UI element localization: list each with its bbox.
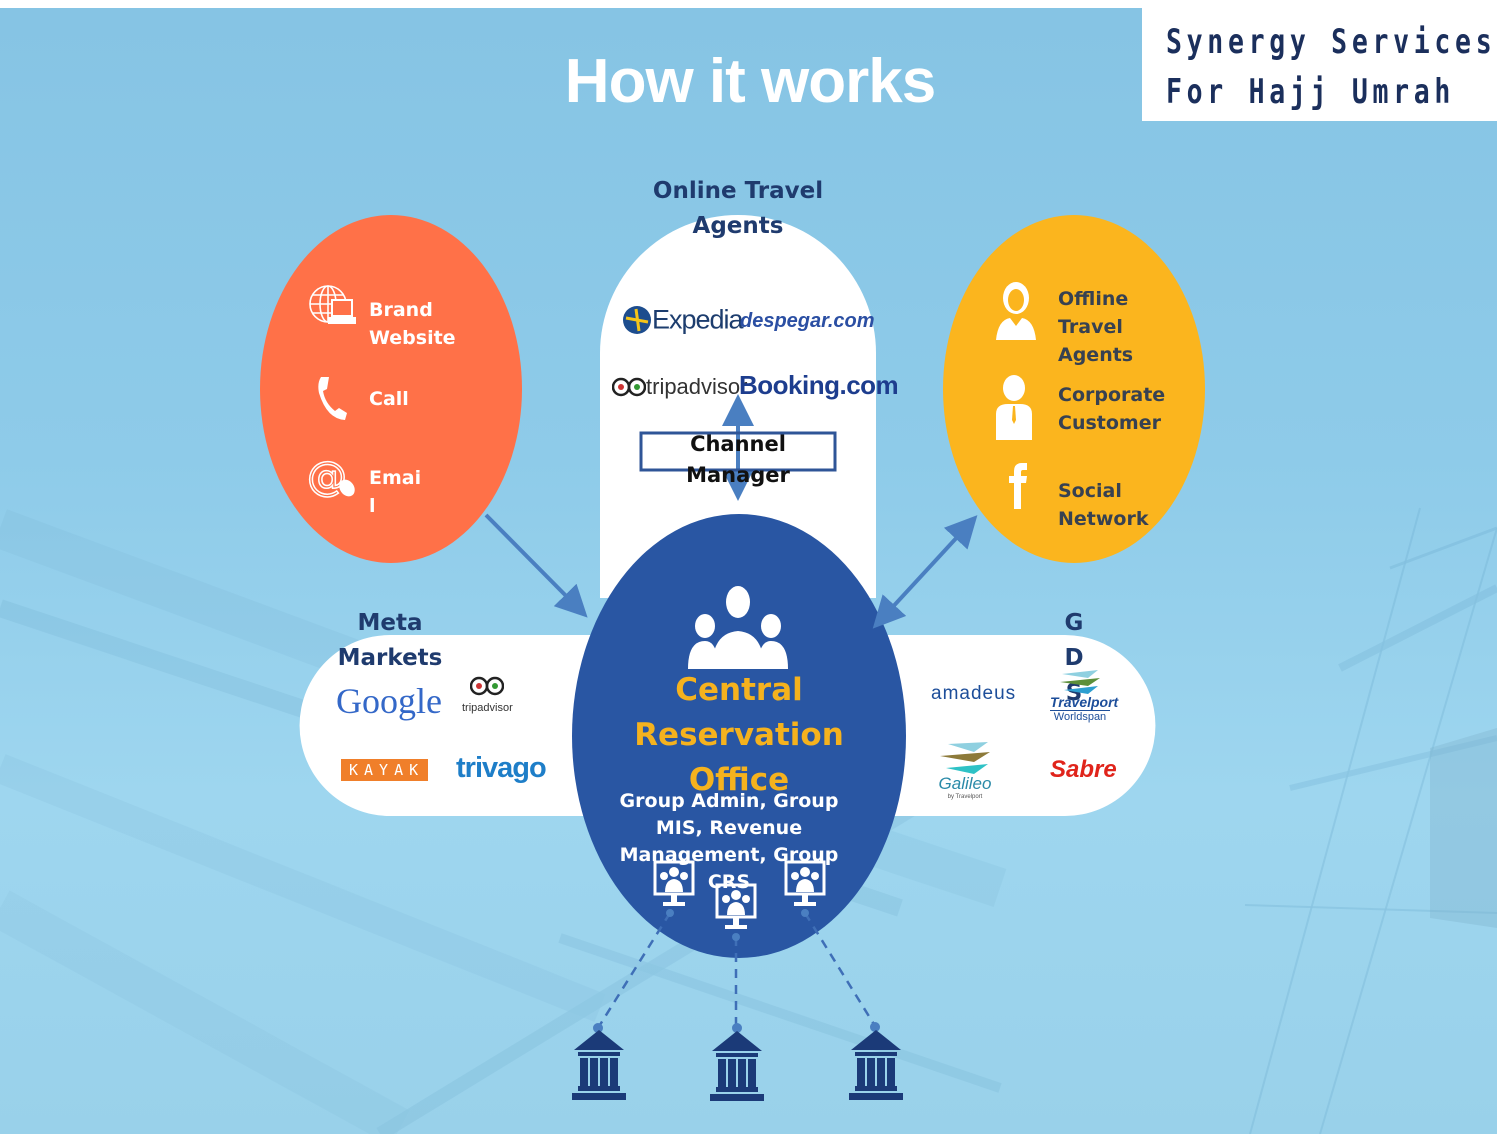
sabre-logo: Sabre — [1050, 756, 1117, 783]
tripadvisor-ota-text: tripadvisor — [646, 374, 748, 399]
social-network-label: Social Network — [1058, 480, 1149, 530]
offline-travel-agents-label: Offline Travel Agents — [1058, 288, 1134, 366]
group-people-icon — [688, 581, 788, 674]
corporate-customer-label: Corporate Customer — [1058, 384, 1166, 434]
galileo-subtext: by Travelport — [947, 794, 983, 800]
tripadvisor-meta-text: tripadvisor — [462, 702, 513, 714]
tripadvisor-ota-logo: tripadvisor — [611, 374, 748, 400]
svg-text:@: @ — [307, 456, 347, 500]
direct-channels-circle — [260, 215, 522, 563]
phone-icon — [315, 375, 349, 426]
galileo-logo: Galileo by Travelport — [937, 738, 993, 800]
monitor-group-icon — [715, 883, 757, 938]
tripadvisor-meta-logo: tripadvisor — [462, 674, 513, 716]
arrow-offline-center — [872, 515, 978, 629]
central-reservation-circle — [572, 514, 906, 958]
despegar-logo: despegar.com — [740, 310, 875, 332]
bank-building-icon — [710, 1031, 764, 1106]
brand-line-1: Synergy Services — [1166, 22, 1497, 62]
page-title: How it works — [564, 47, 936, 116]
globe-laptop-icon — [308, 280, 356, 337]
at-mouse-icon: @ — [306, 453, 357, 507]
facebook-icon — [1008, 463, 1028, 514]
amadeus-logo: amadeus — [931, 683, 1017, 704]
travelport-text: Travelport — [1050, 694, 1119, 711]
expedia-text: Expedia — [652, 304, 744, 335]
google-logo: Google — [336, 681, 442, 721]
booking-logo: Booking.com — [739, 370, 899, 400]
meta-markets-heading: Meta Markets — [337, 610, 443, 671]
brand-line-2: For Hajj Umrah — [1166, 72, 1456, 112]
businessman-icon — [994, 374, 1034, 447]
expedia-logo: Expedia — [622, 304, 744, 336]
call-label: Call — [369, 388, 409, 410]
bank-building-icon — [849, 1030, 903, 1105]
slide: How it works Synergy Services For Hajj U… — [0, 8, 1497, 1134]
travelport-worldspan-logo: Travelport Worldspan — [1050, 668, 1119, 723]
bank-building-icon — [572, 1030, 626, 1105]
ota-heading: Online Travel Agents — [652, 178, 824, 239]
channel-manager-box — [639, 431, 837, 472]
channel-manager-label: Channel Manager — [686, 432, 790, 487]
trivago-logo: trivago — [456, 752, 547, 784]
kayak-logo: KAYAK — [341, 759, 429, 781]
gds-heading: G D S — [1064, 610, 1084, 706]
worldspan-text: Worldspan — [1053, 711, 1107, 723]
female-agent-icon — [994, 280, 1038, 345]
central-reservation-title: Central Reservation Office — [634, 672, 844, 798]
background-architecture — [0, 507, 1497, 1134]
arrow-direct-to-center — [484, 513, 588, 618]
monitor-group-icon — [784, 860, 826, 915]
email-label: Emai l — [369, 467, 422, 517]
diagram-shapes — [260, 215, 1205, 1033]
galileo-text: Galileo — [938, 774, 992, 793]
gds-pill — [876, 635, 1156, 816]
brand-logo-box: Synergy Services For Hajj Umrah — [1142, 8, 1497, 121]
monitor-group-icon — [653, 860, 695, 915]
brand-website-label: Brand Website — [369, 299, 456, 349]
